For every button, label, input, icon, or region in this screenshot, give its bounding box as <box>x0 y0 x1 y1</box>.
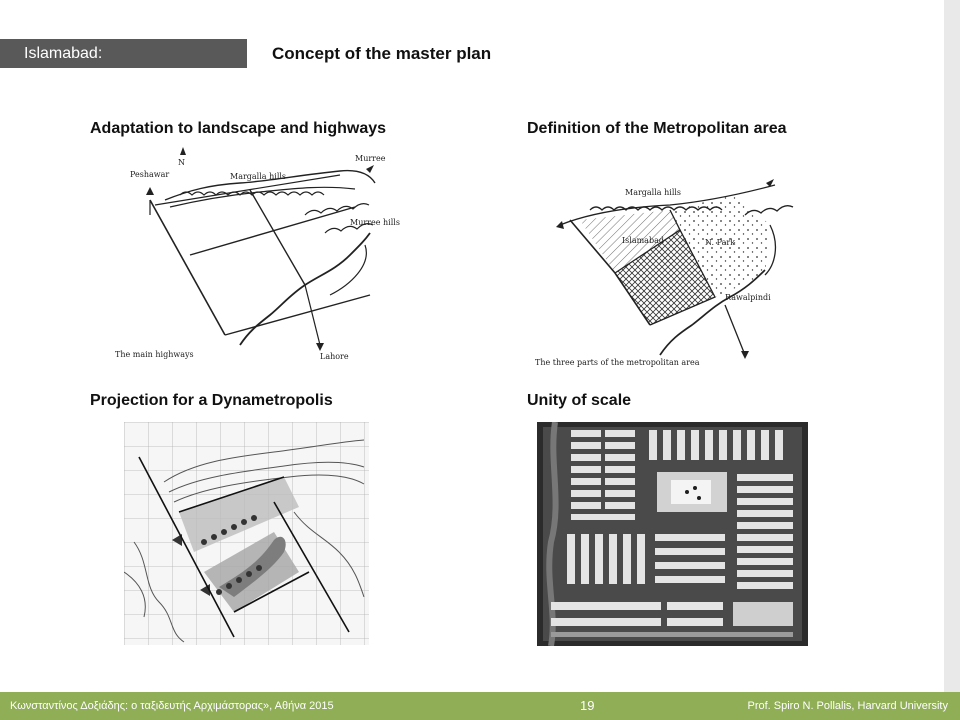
north-label: N <box>178 158 185 167</box>
zone-label-south: Rawalpindi <box>725 293 771 302</box>
panel-heading-unity-of-scale: Unity of scale <box>527 392 632 409</box>
hills-label-metro: Margalla hills <box>625 188 681 197</box>
city-label-south: Lahore <box>320 352 349 361</box>
panel-heading-metropolitan: Definition of the Metropolitan area <box>527 120 787 137</box>
landscape-sketch: N Peshawar Murree Murree hills Lahore Ma… <box>110 145 400 365</box>
place-tag: Islamabad: <box>0 39 247 68</box>
page-number: 19 <box>580 698 595 713</box>
footer-bar: Κωνσταντίνος Δοξιάδης: ο ταξιδευτής Αρχι… <box>0 692 960 720</box>
footer-author: Prof. Spiro N. Pollalis, Harvard Univers… <box>747 700 948 712</box>
hills-label: Margalla hills <box>230 172 286 181</box>
unity-of-scale-plan <box>537 422 808 646</box>
dynametropolis-map <box>124 422 369 645</box>
hills-label-east: Murree hills <box>350 218 400 227</box>
zone-label-west: Islamabad <box>622 236 664 245</box>
slide-edge <box>944 0 960 720</box>
metropolitan-area-sketch: Margalla hills Islamabad N. Park Rawalpi… <box>530 165 810 370</box>
slide-title: Concept of the master plan <box>272 44 492 63</box>
city-label-west: Peshawar <box>130 170 169 179</box>
town-label-north-east: Murree <box>355 154 386 163</box>
panel-caption-highways: The main highways <box>115 350 194 359</box>
panel-caption-metropolitan: The three parts of the metropolitan area <box>535 358 700 367</box>
footer-citation: Κωνσταντίνος Δοξιάδης: ο ταξιδευτής Αρχι… <box>10 700 334 712</box>
panel-heading-landscape: Adaptation to landscape and highways <box>90 120 387 137</box>
panel-heading-dynametropolis: Projection for a Dynametropolis <box>90 392 333 409</box>
zone-label-east: N. Park <box>705 238 735 247</box>
